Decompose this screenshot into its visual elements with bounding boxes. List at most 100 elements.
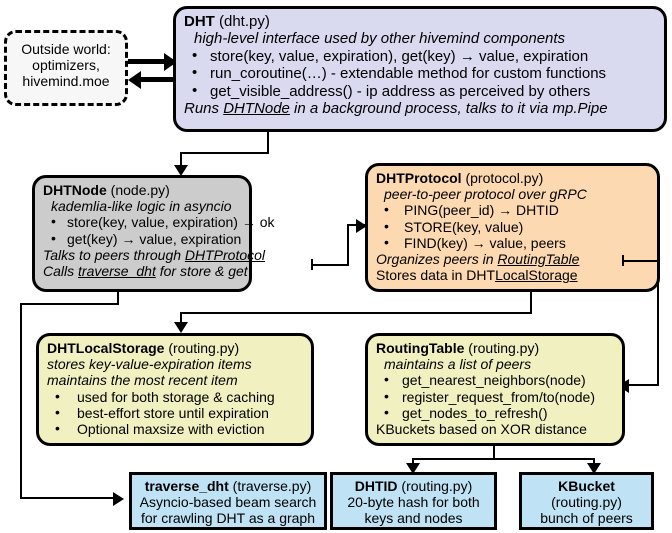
- dht-bullet-2: get_visible_address() - ip address as pe…: [184, 82, 657, 100]
- dhtnode-title: DHTNode: [43, 182, 107, 198]
- dhtprotocol-bullet-2: FIND(key) → value, peers: [376, 234, 650, 251]
- conn-dht-node-v1: [267, 132, 269, 154]
- dhtnode-footer1-pre: Talks to peers through: [43, 246, 185, 263]
- traverse-file: (traverse.py): [232, 478, 312, 494]
- dhtprotocol-file: (protocol.py): [465, 170, 544, 186]
- arrow-node-to-protocol-head: [356, 219, 367, 233]
- conn-proto-rt-h1: [622, 260, 659, 262]
- arrow-dht-to-dhtnode-head: [174, 165, 188, 176]
- dht-heading: DHT (dht.py): [184, 13, 657, 30]
- conn-dht-node-h: [180, 152, 269, 154]
- dht-footer-link: DHTNode: [223, 99, 290, 117]
- conn-rt-kbucket-v: [593, 458, 595, 466]
- dhtlocalstorage-bullet-2: Optional maxsize with eviction: [47, 420, 304, 437]
- dhtid-heading: DHTID (routing.py): [333, 478, 494, 494]
- conn-rt-split-v: [493, 446, 495, 460]
- kbucket-title: KBucket: [558, 478, 615, 494]
- routingtable-heading: RoutingTable (routing.py): [376, 340, 615, 356]
- dhtlocalstorage-bullet-0: used for both storage & caching: [47, 388, 304, 405]
- conn-rt-dhtid-v: [412, 458, 414, 466]
- routingtable-subtitle: maintains a list of peers: [384, 356, 532, 373]
- dhtprotocol-footer2-pre: Stores data in DHT: [376, 267, 496, 284]
- dhtnode-bullet-0: store(key, value, expiration) → ok: [43, 213, 275, 230]
- routingtable-bullet-0: get_nearest_neighbors(node): [376, 371, 615, 388]
- arrow-dht-to-outside-shaft: [141, 77, 176, 82]
- conn-proto-rt-h2: [628, 384, 659, 386]
- dhtlocalstorage-title: DHTLocalStorage: [47, 340, 165, 356]
- dht-subtitle: high-level interface used by other hivem…: [194, 30, 566, 48]
- arrow-protocol-to-storage-head: [174, 322, 188, 333]
- dhtnode-footer2: Calls traverse_dht for store & get: [43, 263, 248, 280]
- traverse-title: traverse_dht: [144, 478, 229, 494]
- dhtprotocol-footer1-link: RoutingTable: [497, 251, 580, 268]
- outside-world-line1: Outside world:: [21, 41, 111, 57]
- arrow-routingtable-to-dhtid-head: [406, 463, 420, 474]
- node-traverse-dht: traverse_dht (traverse.py) Asyncio-based…: [129, 472, 327, 530]
- dhtnode-file: (node.py): [110, 182, 170, 198]
- dhtlocalstorage-file: (routing.py): [168, 340, 240, 356]
- dhtprotocol-bullet-0: PING(peer_id) → DHTID: [376, 201, 650, 218]
- node-outside-world: Outside world: optimizers, hivemind.moe: [4, 30, 128, 106]
- conn-node-traverse-h1: [20, 303, 119, 305]
- dhtprotocol-subtitle: peer-to-peer protocol over gRPC: [384, 186, 587, 203]
- dhtnode-footer2-link: traverse_dht: [78, 263, 156, 280]
- dhtid-file: (routing.py): [401, 478, 473, 494]
- node-dhtnode: DHTNode (node.py) kademlia-like logic in…: [32, 175, 275, 292]
- traverse-heading: traverse_dht (traverse.py): [132, 478, 324, 494]
- node-dhtprotocol: DHTProtocol (protocol.py) peer-to-peer p…: [365, 163, 660, 292]
- dht-footer: Runs DHTNode in a background process, ta…: [184, 100, 657, 117]
- conn-proto-storage-v1: [530, 292, 532, 314]
- dhtprotocol-footer1: Organizes peers in RoutingTable: [376, 251, 650, 267]
- dhtprotocol-footer2: Stores data in DHTLocalStorage: [376, 267, 650, 283]
- conn-proto-rt-v: [657, 260, 659, 385]
- node-kbucket: KBucket (routing.py) bunch of peers: [519, 472, 654, 530]
- conn-rt-split-h: [412, 458, 595, 460]
- conn-proto-storage-v2: [180, 312, 182, 326]
- arrow-routingtable-to-kbucket-head: [587, 463, 601, 474]
- conn-node-traverse-v2: [20, 303, 22, 498]
- dhtlocalstorage-subtitle2: maintains the most recent item: [47, 372, 238, 389]
- arrow-dht-to-outside-head: [128, 71, 141, 89]
- traverse-line3: for crawling DHT as a graph: [140, 510, 316, 527]
- conn-node-proto-h1: [311, 264, 349, 266]
- dhtprotocol-bullet-1: STORE(key, value): [376, 218, 650, 235]
- dht-footer-post: in a background process, talks to it via…: [289, 99, 608, 117]
- routingtable-bullet-1: register_request_from/to(node): [376, 388, 615, 405]
- dht-bullet-1: run_coroutine(…) - extendable method for…: [184, 64, 657, 82]
- routingtable-title: RoutingTable: [376, 340, 465, 356]
- outside-world-line2: optimizers,: [32, 57, 100, 74]
- dht-footer-pre: Runs: [184, 99, 224, 117]
- dhtprotocol-heading: DHTProtocol (protocol.py): [376, 170, 650, 186]
- node-dht: DHT (dht.py) high-level interface used b…: [173, 6, 667, 132]
- dhtid-line2: 20-byte hash for both: [347, 494, 480, 511]
- dht-bullet-0: store(key, value, expiration), get(key) …: [184, 47, 657, 65]
- dhtnode-bullet-1: get(key) → value, expiration: [43, 230, 242, 247]
- traverse-line2: Asyncio-based beam search: [139, 494, 317, 511]
- dhtnode-footer1-link: DHTProtocol: [184, 246, 266, 263]
- dhtlocalstorage-heading: DHTLocalStorage (routing.py): [47, 340, 304, 356]
- conn-node-traverse-h2: [20, 497, 120, 499]
- dht-title: DHT: [184, 13, 215, 30]
- conn-dht-node-v2: [180, 152, 182, 168]
- dhtprotocol-title: DHTProtocol: [376, 170, 462, 186]
- arrow-node-to-traverse-head: [113, 492, 124, 506]
- node-dhtid: DHTID (routing.py) 20-byte hash for both…: [330, 472, 497, 530]
- dhtid-title: DHTID: [354, 478, 398, 494]
- arrow-outside-to-dht-shaft: [128, 59, 166, 64]
- dhtlocalstorage-subtitle1: stores key-value-expiration items: [47, 356, 252, 373]
- dht-file: (dht.py): [219, 13, 270, 30]
- dhtnode-footer2-post: for store & get: [155, 263, 248, 280]
- dhtnode-footer1: Talks to peers through DHTProtocol: [43, 246, 265, 263]
- kbucket-file: (routing.py): [551, 494, 622, 511]
- dhtlocalstorage-bullet-1: best-effort store until expiration: [47, 404, 304, 421]
- routingtable-file: (routing.py): [468, 340, 540, 356]
- outside-world-line3: hivemind.moe: [22, 73, 110, 90]
- dhtprotocol-footer1-pre: Organizes peers in: [376, 251, 498, 268]
- routingtable-footer: KBuckets based on XOR distance: [376, 421, 587, 438]
- conn-proto-storage-h: [180, 312, 532, 314]
- routingtable-bullet-2: get_nodes_to_refresh(): [376, 404, 615, 421]
- conn-node-traverse-v1: [117, 292, 119, 304]
- node-routingtable: RoutingTable (routing.py) maintains a li…: [365, 333, 625, 446]
- dhtnode-footer2-pre: Calls: [43, 263, 79, 280]
